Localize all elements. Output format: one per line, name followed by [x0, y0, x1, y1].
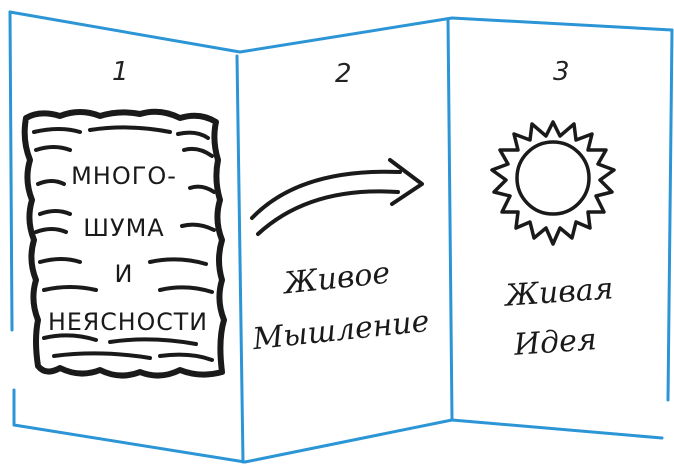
panel-1-number: 1 [112, 57, 129, 87]
panel-2-line-1: Живое [280, 256, 391, 302]
panel-3-line-1: Живая [502, 271, 614, 314]
sun-icon [490, 120, 616, 246]
curved-arrow-icon [250, 158, 424, 236]
panel-3-line-2: Идея [512, 322, 598, 363]
noise-paper-icon [21, 108, 227, 379]
noise-line-1: МНОГО- [71, 162, 177, 190]
noise-line-4: НЕЯСНОСТИ [48, 308, 208, 336]
noise-line-2: ШУМА [83, 214, 164, 242]
noise-line-3: И [115, 260, 134, 288]
brochure-frame [8, 10, 674, 464]
panel-3-number: 3 [553, 57, 570, 87]
panel-2-line-2: Мышление [250, 304, 431, 357]
panel-2-number: 2 [335, 59, 352, 89]
